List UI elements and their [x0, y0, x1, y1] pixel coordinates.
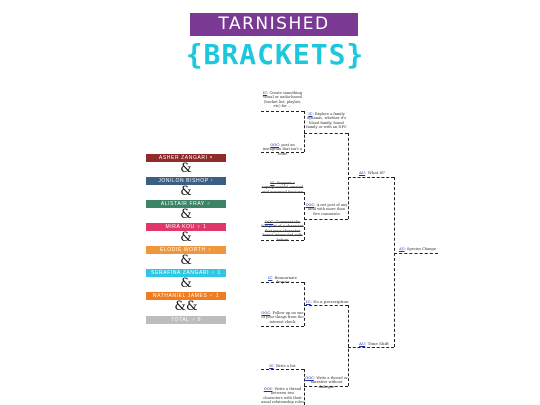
slot-text: Write a thread or narrative without dial…: [310, 376, 348, 389]
slot-tag: IC: [269, 364, 274, 368]
bracket-slot-r1-6[interactable]: OOC: Follow up on one of your things fro…: [261, 311, 304, 324]
slot-text: Time Shift: [367, 341, 389, 346]
slot-tag: AU: [399, 247, 405, 251]
roster-separator: &&: [174, 299, 198, 314]
bracket-line: [304, 386, 348, 387]
slot-text: Species Change: [406, 247, 436, 251]
roster-entry-elodie[interactable]: ELODIE WORTH ♀: [146, 246, 226, 254]
bracket-line: [304, 133, 348, 134]
logo-title-brackets: {BRACKETS}: [185, 38, 365, 71]
bracket-line: [394, 253, 438, 254]
slot-tag: OOC: [263, 387, 273, 391]
slot-text: Reincarnate despair: [274, 276, 297, 285]
bracket-line: [348, 347, 394, 348]
slot-tag: OOC: [270, 143, 279, 147]
slot-text: A net post of any kind with more than fi…: [308, 203, 348, 216]
bracket-line: [261, 326, 304, 327]
bracket-line: [394, 177, 395, 347]
slot-tag: IC: [308, 112, 313, 116]
bracket-slot-r1-7[interactable]: IC: Write a list: [269, 364, 296, 368]
bracket-slot-r1-4[interactable]: OOC: Comment the last post of a characte…: [261, 220, 304, 242]
roster-separator: &: [180, 161, 192, 176]
roster-entry-total: TOTAL ♂ 6: [146, 316, 226, 324]
slot-text: What If?: [367, 170, 385, 175]
bracket-slot-r1-5[interactable]: IC: Reincarnate despair: [268, 276, 297, 285]
slot-tag: IC: [262, 91, 268, 95]
logo-title-tarnished: TARNISHED: [190, 13, 358, 36]
bracket-slot-final[interactable]: AU: Species Change: [399, 247, 436, 251]
bracket-line: [261, 152, 304, 153]
slot-text: Support a superpowerful created and unna…: [261, 181, 304, 194]
slot-tag: OOC: [305, 203, 315, 207]
roster-entry-nathaniel[interactable]: NATHANIEL JAMES ♂ 1: [146, 292, 226, 300]
roster-separator: &: [180, 230, 192, 245]
slot-text: post an instagram that isn't a selfie: [262, 143, 303, 156]
slot-tag: AU: [359, 341, 366, 346]
slot-text: Follow up on one of your things from the…: [261, 311, 304, 324]
bracket-line: [304, 369, 305, 405]
roster-entry-serafina[interactable]: SERAFINA ZANGARI ♀ 1: [146, 269, 226, 277]
roster-entry-jonilon[interactable]: JONILON BISHOP ↑: [146, 177, 226, 185]
roster-separator: &: [180, 276, 192, 291]
bracket-slot-r1-1[interactable]: IC: Create something visual or audio-bas…: [262, 91, 303, 109]
roster-entry-asher[interactable]: ASHER ZANGARI ×: [146, 154, 226, 162]
slot-tag: AU: [359, 170, 366, 175]
bracket-slot-r1-8[interactable]: OOC: Write a thread between two characte…: [261, 387, 304, 405]
slot-tag: IC: [270, 181, 275, 185]
roster-entry-alistair[interactable]: ALISTAIR FRAY ♂: [146, 200, 226, 208]
roster-separator: &: [180, 253, 192, 268]
bracket-line: [261, 282, 304, 283]
bracket-line: [348, 305, 349, 386]
bracket-line: [304, 192, 305, 240]
slot-text: Create something visual or audio-based (…: [263, 91, 303, 109]
bracket-slot-r2-1[interactable]: IC: Explore a family dynamic, whether it…: [306, 112, 347, 130]
slot-text: Do a prescription: [313, 299, 349, 304]
slot-tag: OOC: [305, 376, 314, 380]
slot-text: Explore a family dynamic, whether it's b…: [306, 112, 347, 130]
bracket-line: [261, 111, 304, 112]
bracket-line: [261, 192, 304, 193]
bracket-slot-r2-4[interactable]: OOC: Write a thread or narrative without…: [305, 376, 348, 389]
bracket-slot-r1-2[interactable]: OOC: post an instagram that isn't a self…: [262, 143, 303, 156]
bracket-line: [304, 305, 348, 306]
slot-tag: OOC: [264, 220, 274, 224]
roster-entry-mira[interactable]: MIRA KOU ♀ 1: [146, 223, 226, 231]
bracket-slot-r3-2[interactable]: AU: Time Shift: [359, 341, 389, 346]
bracket-line: [261, 240, 304, 241]
slot-text: Write a list: [275, 364, 296, 368]
bracket-slot-r2-2[interactable]: OOC: A net post of any kind with more th…: [305, 203, 348, 216]
slot-tag: IC: [306, 299, 311, 304]
bracket-line: [261, 369, 304, 370]
roster-separator: &: [180, 184, 192, 199]
bracket-line: [304, 282, 305, 326]
bracket-line: [348, 133, 349, 219]
slot-tag: OOC: [261, 311, 271, 315]
bracket-line: [348, 177, 394, 178]
slot-text: Comment the last post of a character tha…: [261, 220, 304, 242]
slot-text: Write a thread between two characters wi…: [261, 387, 304, 405]
slot-tag: IC: [268, 276, 273, 280]
bracket-line: [304, 219, 348, 220]
roster-separator: &: [180, 207, 192, 222]
bracket-slot-r3-1[interactable]: AU: What If?: [359, 170, 385, 175]
bracket-slot-r2-3[interactable]: IC: Do a prescription: [306, 299, 349, 304]
bracket-line: [304, 111, 305, 152]
bracket-slot-r1-3[interactable]: IC: Support a superpowerful created and …: [261, 181, 304, 194]
